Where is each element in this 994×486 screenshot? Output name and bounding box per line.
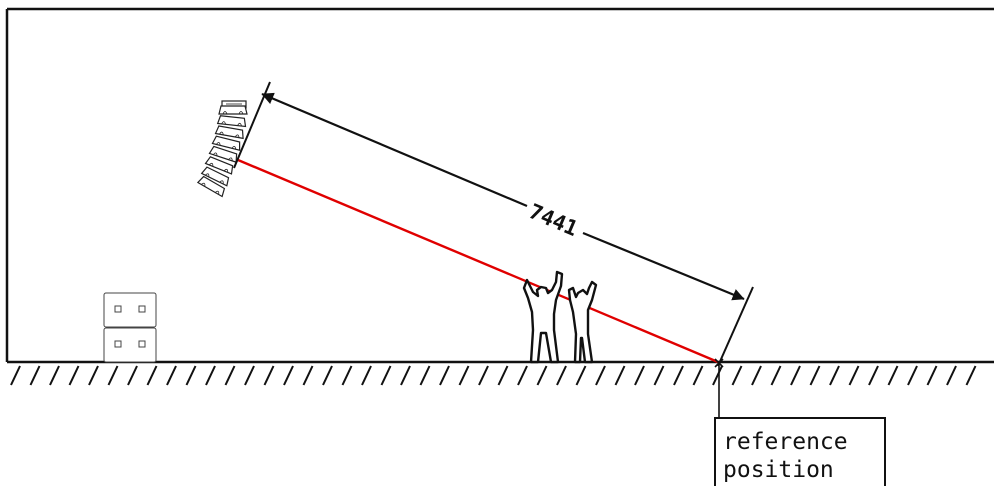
subwoofer-box-bottom [103,327,157,363]
reference-label-line1: reference [723,429,848,455]
reference-label-line2: position [723,457,834,483]
array-cabinet [218,105,248,115]
array-cabinet [204,156,234,175]
subwoofer-box-top [103,292,157,328]
person-figure-left [522,270,564,364]
reference-marker [714,358,724,420]
line-array-speaker [196,100,248,198]
array-cabinet [216,115,247,128]
aim-line [237,158,719,364]
floor-hatching [10,365,977,386]
dimension-label: 7441 [525,199,581,241]
person-figure-right [567,280,598,364]
extension-line-right [717,286,754,367]
dimension-line-lower [582,231,745,301]
dimension-line-upper [261,92,528,208]
room-outline [5,7,994,362]
array-cabinet [211,135,241,152]
array-cabinet [196,175,226,198]
array-cabinet [214,125,244,140]
audience-figures [522,270,598,364]
ground-subwoofer-stack [103,292,157,363]
array-cabinet [200,166,230,187]
reference-label-box [714,417,886,486]
